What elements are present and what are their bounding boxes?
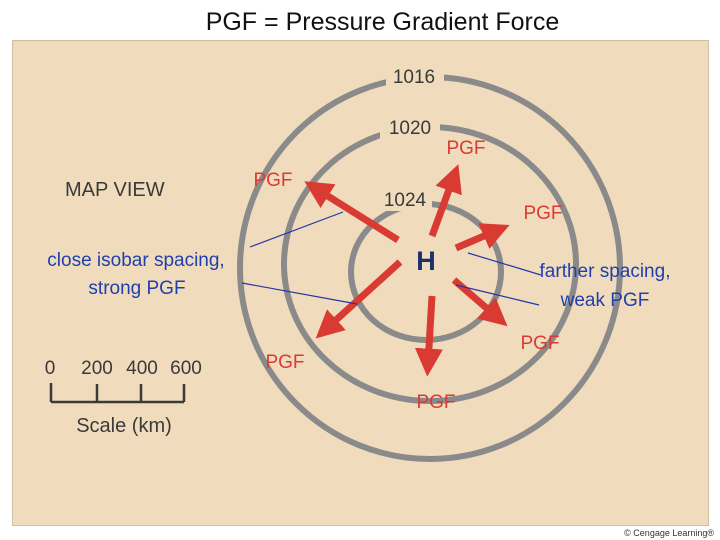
pgf-arrow-up bbox=[428, 164, 462, 238]
annotation-left-line2: strong PGF bbox=[88, 278, 185, 299]
annotation-right-line1: farther spacing, bbox=[540, 261, 671, 282]
scale-tick-label: 200 bbox=[81, 358, 113, 379]
map-frame bbox=[12, 40, 709, 526]
pgf-arrow-upper-left bbox=[304, 181, 400, 243]
pgf-label: PGF bbox=[253, 170, 292, 191]
isobar-label-bg bbox=[386, 63, 444, 87]
pgf-arrow-right bbox=[454, 223, 510, 252]
map-view-label: MAP VIEW bbox=[65, 179, 165, 201]
pgf-arrow-lower-left bbox=[315, 259, 403, 339]
scale-tick-label: 0 bbox=[45, 358, 56, 379]
copyright-credit: © Cengage Learning® bbox=[624, 528, 714, 538]
high-pressure-center-label: H bbox=[416, 246, 436, 276]
page-title: PGF = Pressure Gradient Force bbox=[205, 8, 560, 36]
isobar-label-1020: 1020 bbox=[389, 118, 431, 139]
annotation-lines bbox=[241, 211, 542, 306]
isobar-label-bg bbox=[380, 115, 440, 139]
scale-tick-label: 600 bbox=[170, 358, 202, 379]
scale-label: Scale (km) bbox=[76, 415, 172, 437]
annotation-line-left-lower bbox=[241, 282, 358, 305]
annotation-right-line2: weak PGF bbox=[560, 290, 650, 311]
isobar-label-bg bbox=[376, 187, 432, 211]
pgf-label: PGF bbox=[523, 203, 562, 224]
pgf-label: PGF bbox=[416, 392, 455, 413]
annotation-left-line1: close isobar spacing, bbox=[47, 250, 224, 271]
annotation-line-right-lower bbox=[455, 284, 540, 306]
pgf-label: PGF bbox=[265, 352, 304, 373]
isobar-label-1024: 1024 bbox=[384, 190, 427, 211]
scale-tick-label: 400 bbox=[126, 358, 158, 379]
annotation-line-left-upper bbox=[249, 211, 344, 248]
pgf-arrow-down bbox=[414, 295, 443, 377]
isobar-label-1016: 1016 bbox=[393, 67, 435, 88]
pgf-label: PGF bbox=[520, 333, 559, 354]
pgf-label: PGF bbox=[446, 138, 485, 159]
scale-bar: 0 200 400 600 Scale (km) bbox=[45, 358, 202, 437]
annotation-line-right-upper bbox=[467, 252, 542, 276]
